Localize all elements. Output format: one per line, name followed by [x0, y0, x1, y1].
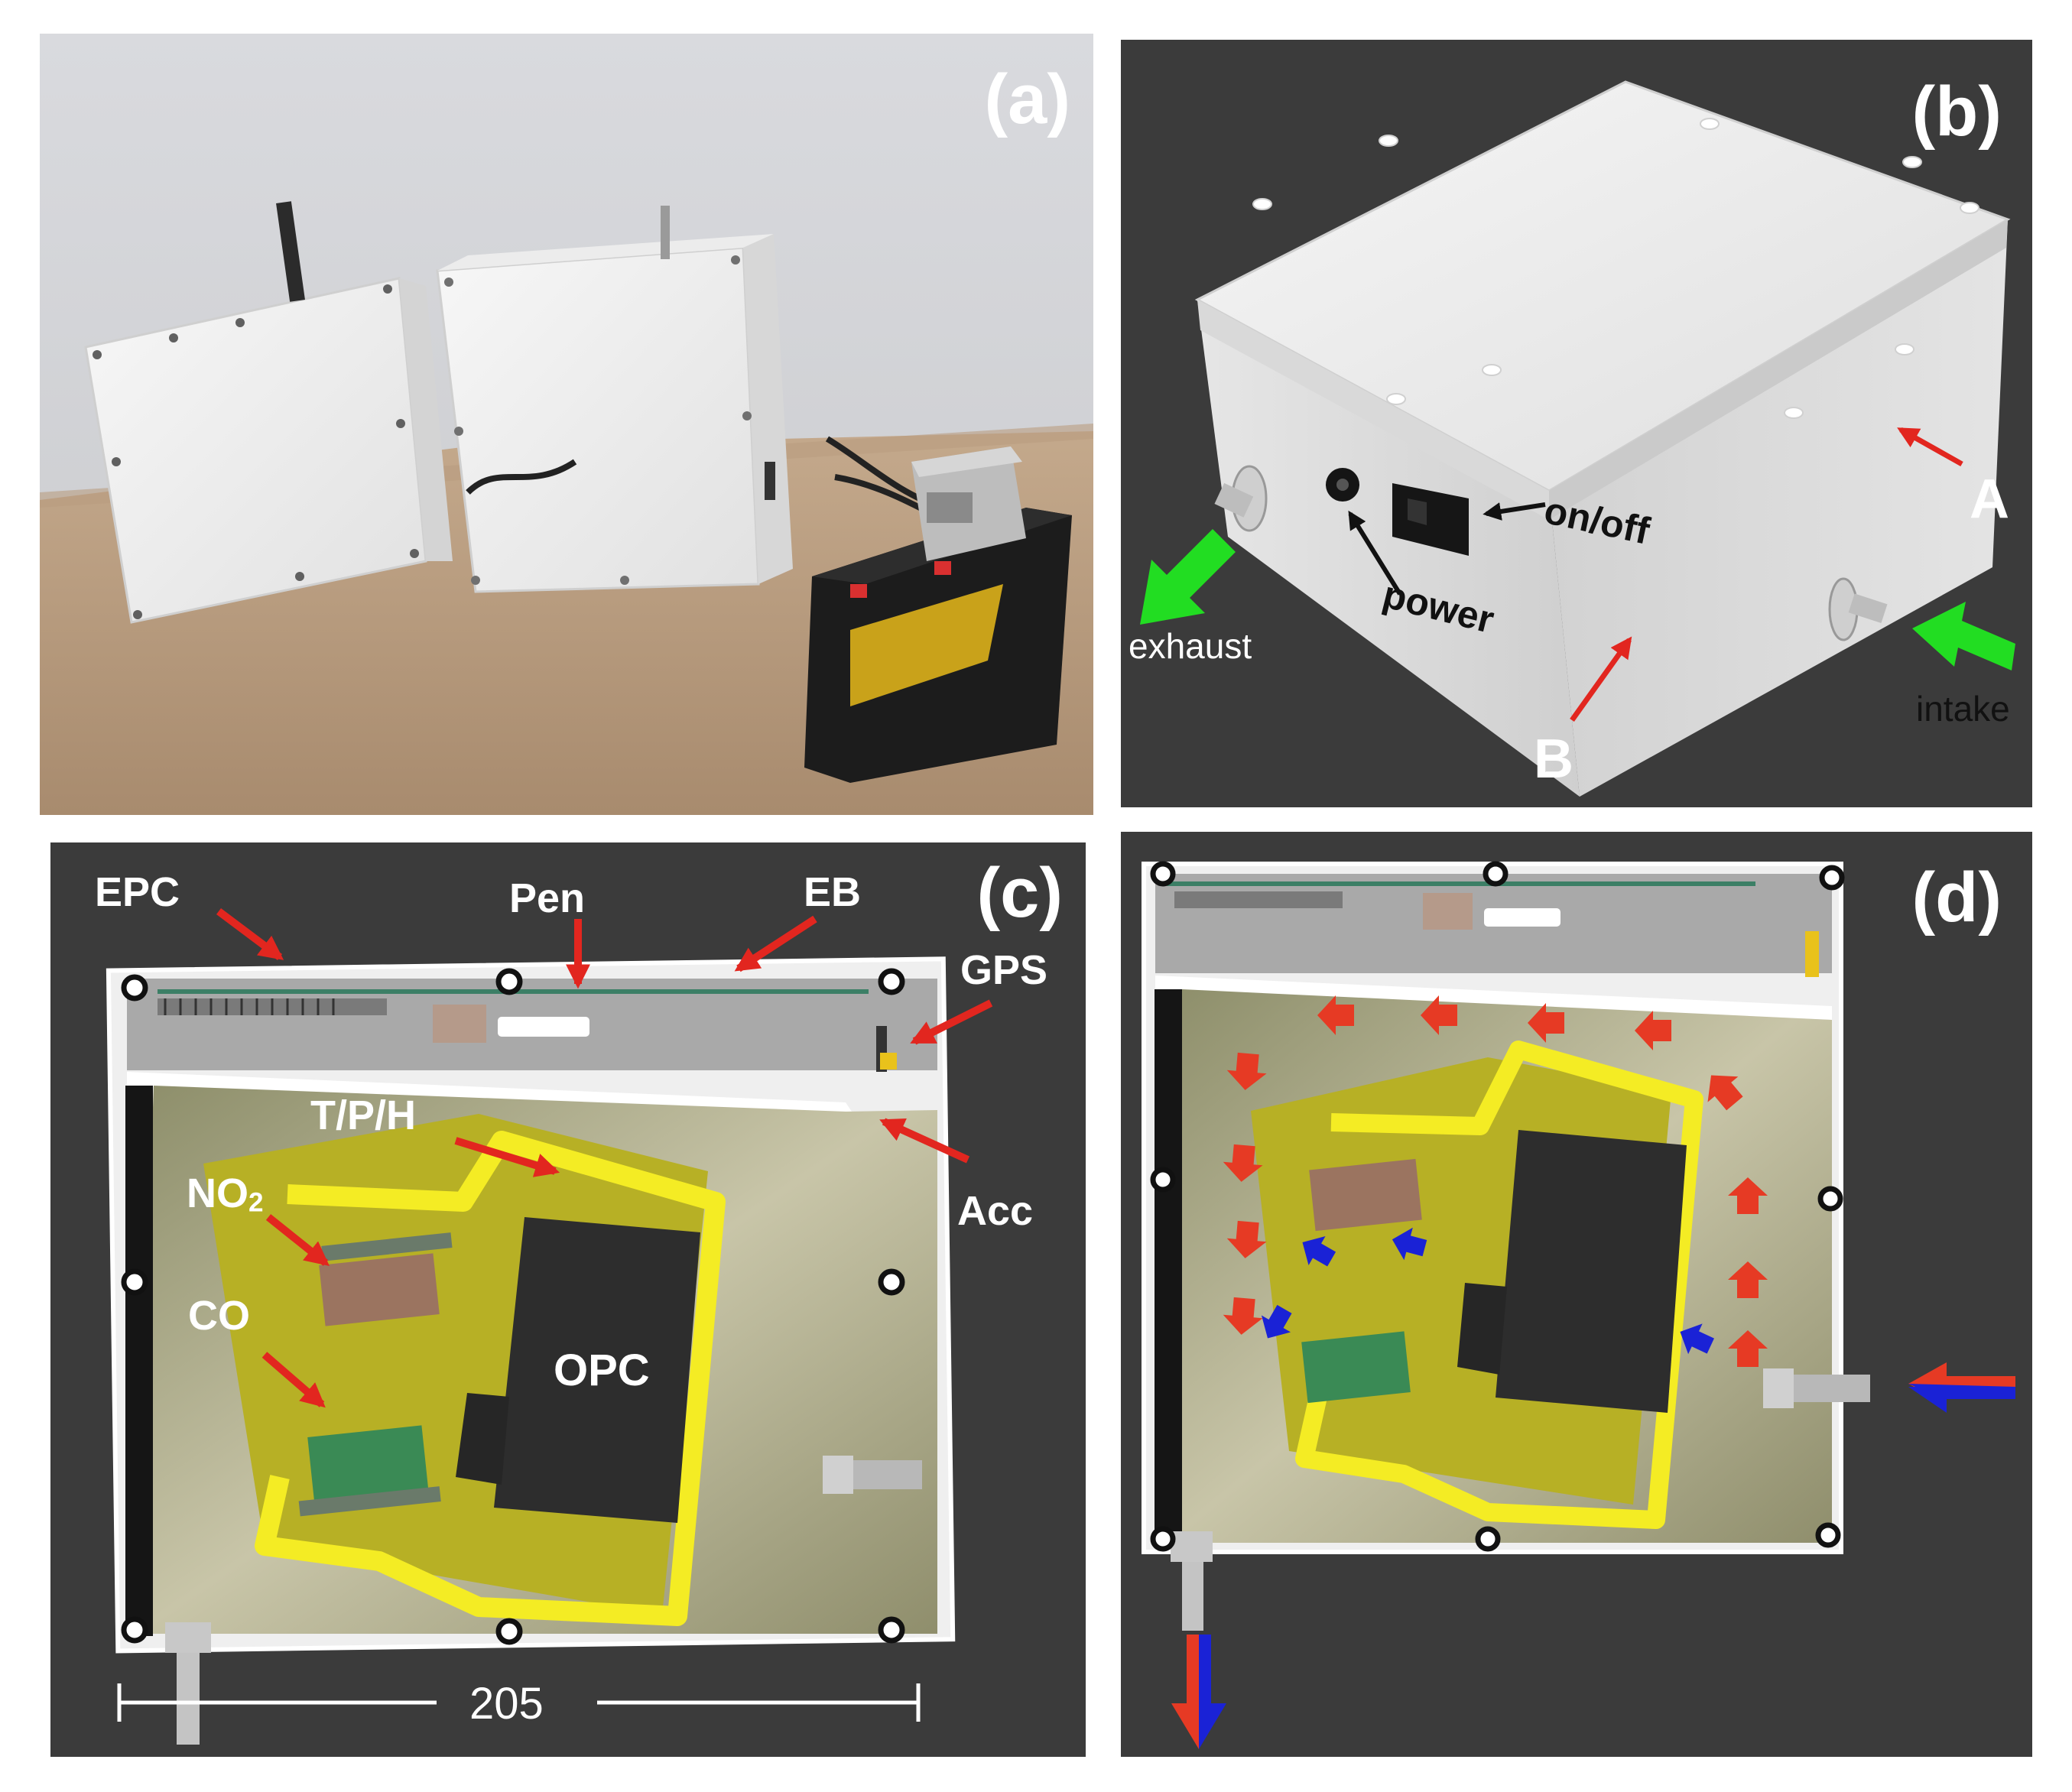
- label-B: B: [1534, 729, 1573, 790]
- enclosure-front: [1197, 300, 1580, 797]
- panel-a: (a): [40, 34, 1093, 815]
- label-Pen: Pen: [509, 875, 586, 921]
- intake-green-arrow: [1912, 602, 2015, 670]
- label-OPC: OPC: [554, 1346, 650, 1395]
- panel-c-render: [106, 908, 993, 1745]
- panel-d-render: [1142, 861, 2015, 1749]
- panel-a-photo: [40, 34, 1093, 815]
- panel-b-label: (b): [1911, 73, 2002, 151]
- label-CO: CO: [188, 1293, 250, 1339]
- panel-b-render: [1140, 80, 2015, 797]
- panel-a-label: (a): [984, 60, 1070, 138]
- label-A: A: [1970, 469, 2009, 530]
- label-GPS: GPS: [960, 947, 1048, 993]
- label-NO2-base: NO: [187, 1170, 248, 1216]
- charger-module: [911, 446, 1026, 561]
- label-EB: EB: [804, 869, 862, 915]
- enclosure-middle: [436, 206, 793, 593]
- label-Acc: Acc: [957, 1188, 1034, 1234]
- intake-label: intake: [1916, 689, 2010, 729]
- panel-d-label: (d): [1911, 859, 2002, 937]
- enclosure-side: [1549, 219, 2008, 797]
- panel-c: (c) EPC Pen EB GPS T/P/H Acc NO2 CO OPC …: [50, 842, 1086, 1757]
- label-NO2-subscript: 2: [248, 1187, 264, 1218]
- panel-c-label: (c): [976, 854, 1063, 932]
- dimension-205: 205: [469, 1679, 544, 1729]
- exhaust-label: exhaust: [1129, 626, 1252, 666]
- enclosure-left: [84, 201, 453, 624]
- label-TPH: T/P/H: [310, 1092, 417, 1138]
- exhaust-green-arrow: [1140, 529, 1236, 625]
- label-NO2: NO2: [187, 1173, 264, 1216]
- panel-d: (d): [1121, 832, 2032, 1757]
- panel-b: (b) on/off power exhaust intake A B: [1121, 40, 2032, 807]
- label-EPC: EPC: [95, 869, 180, 915]
